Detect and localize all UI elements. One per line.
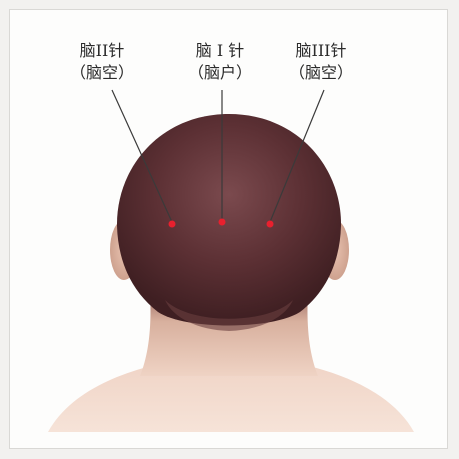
point-alias: （脑户） [180,62,260,84]
point-marker-mid [219,219,226,226]
point-label-brain-needle-1: 脑 I 针 （脑户） [180,40,260,84]
point-name: 脑II针 [62,40,142,62]
point-marker-left [169,221,176,228]
point-marker-right [267,221,274,228]
point-name: 脑III针 [281,40,361,62]
point-alias: （脑空） [62,62,142,84]
point-name: 脑 I 针 [180,40,260,62]
head-hair [117,114,341,326]
point-label-brain-needle-3: 脑III针 （脑空） [281,40,361,84]
point-alias: （脑空） [281,62,361,84]
point-label-brain-needle-2: 脑II针 （脑空） [62,40,142,84]
